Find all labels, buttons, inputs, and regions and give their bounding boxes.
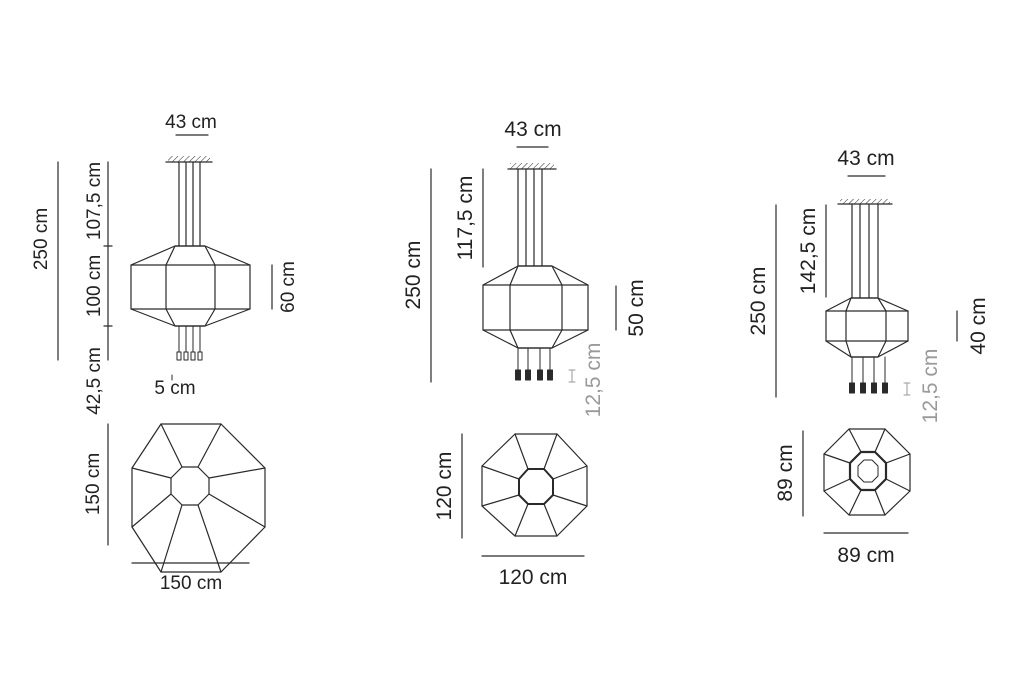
model-3-ceiling-canopy — [840, 199, 890, 204]
model-1-plan-depth-label: 150 cm — [83, 453, 104, 515]
model-3-plan-depth-label: 89 cm — [774, 444, 797, 501]
model-1-plan-inner-ring — [170, 466, 210, 506]
model-2-total-height-label: 250 cm — [402, 241, 425, 310]
model-2-side-view — [430, 146, 617, 383]
model-3-shade — [825, 297, 909, 358]
model-3-bulb-length-label: 12,5 cm — [919, 349, 942, 424]
model-3-bulbs — [849, 356, 888, 394]
model-2-plan-width-label: 120 cm — [499, 566, 568, 589]
model-3-plan-inner-ring — [848, 450, 888, 492]
model-2-plan-depth-label: 120 cm — [433, 452, 456, 521]
model-2-plan-view — [461, 433, 588, 557]
model-1-plan-outline — [131, 423, 266, 573]
model-1-shade-height-label: 60 cm — [278, 261, 299, 313]
model-1-top-width-label: 43 cm — [165, 112, 217, 133]
model-2-bulb-length-label: 12,5 cm — [582, 343, 605, 418]
model-1-shade — [130, 245, 251, 327]
model-3-plan-width-label: 89 cm — [837, 544, 894, 567]
model-2-shade — [482, 265, 589, 349]
model-1-plan-view — [107, 423, 266, 573]
model-1-ceiling-canopy — [168, 156, 210, 162]
model-3-plan-view — [802, 428, 911, 534]
model-1-total-height-label: 250 cm — [31, 208, 52, 270]
model-1-bulb-spacing-label: 5 cm — [154, 378, 195, 399]
model-1-plan-width-label: 150 cm — [160, 573, 222, 594]
model-3-side-view — [775, 175, 958, 398]
model-2-top-width-label: 43 cm — [504, 118, 561, 141]
model-1-segment-dimension-line — [103, 161, 113, 361]
model-2-cable-length-label: 117,5 cm — [454, 176, 477, 261]
model-3-top-width-label: 43 cm — [837, 147, 894, 170]
model-1-side-view — [57, 134, 273, 381]
model-3-cable-length-label: 142,5 cm — [797, 208, 820, 294]
model-3-plan-outline — [823, 428, 911, 516]
model-2-ceiling-canopy — [510, 163, 554, 169]
model-1-cable-length-label: 107,5 cm — [84, 162, 105, 240]
model-2-plan-inner-ring — [518, 468, 554, 505]
model-2-shade-height-label: 50 cm — [625, 279, 648, 336]
model-1-bulbs — [176, 325, 203, 361]
model-3-total-height-label: 250 cm — [747, 267, 770, 336]
model-1-bottom-length-label: 42,5 cm — [84, 347, 105, 415]
model-3-bulb-length-dimension-line — [903, 382, 911, 396]
model-2-bulb-length-dimension-line — [568, 369, 576, 383]
model-1-body-height-label: 100 cm — [84, 255, 105, 317]
model-2-plan-outline — [481, 433, 588, 537]
model-3-shade-height-label: 40 cm — [967, 297, 990, 354]
model-2-bulbs — [515, 347, 553, 381]
